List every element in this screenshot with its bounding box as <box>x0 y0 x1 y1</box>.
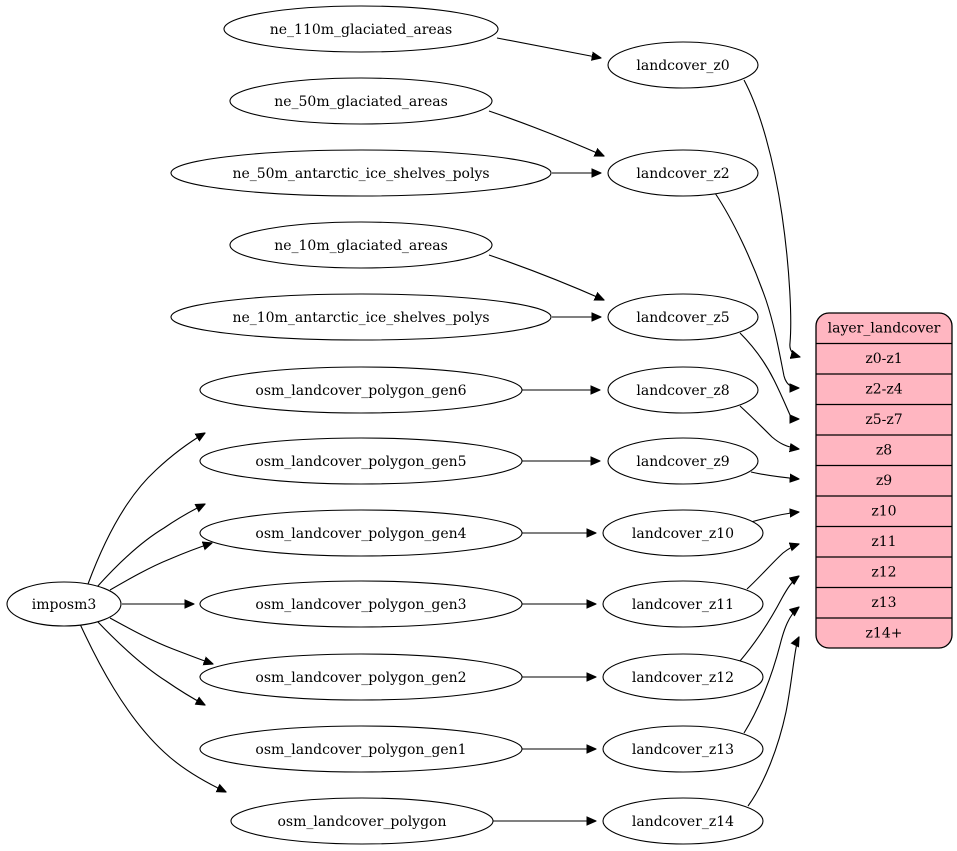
table-row-z8[interactable]: z8 <box>876 443 892 459</box>
node-landcover-z13-label: landcover_z13 <box>632 742 734 758</box>
edge-z5-to-row-z5z7 <box>739 332 799 419</box>
node-landcover-z10[interactable]: landcover_z10 <box>602 509 764 557</box>
node-landcover-z0-label: landcover_z0 <box>636 58 729 74</box>
node-landcover-z12[interactable]: landcover_z12 <box>602 653 764 701</box>
node-landcover-z9-label: landcover_z9 <box>636 454 729 470</box>
node-imposm3-label: imposm3 <box>32 597 97 613</box>
edge-imposm3-to-gen2 <box>109 617 213 664</box>
node-landcover-z8[interactable]: landcover_z8 <box>607 366 759 414</box>
node-landcover-z5[interactable]: landcover_z5 <box>607 293 759 341</box>
node-landcover-z11-label: landcover_z11 <box>632 597 734 613</box>
table-row-z2-z4[interactable]: z2-z4 <box>865 382 902 398</box>
edges-layer <box>79 37 800 821</box>
node-ne-110m-glaciated-areas-label: ne_110m_glaciated_areas <box>270 22 452 38</box>
node-ne-110m-glaciated-areas[interactable]: ne_110m_glaciated_areas <box>223 5 499 53</box>
node-landcover-z14[interactable]: landcover_z14 <box>602 797 764 845</box>
node-osm-landcover-polygon-gen2-label: osm_landcover_polygon_gen2 <box>255 670 466 686</box>
table-row-z5-z7[interactable]: z5-z7 <box>865 412 902 428</box>
node-ne-50m-antarctic-ice-shelves-polys-label: ne_50m_antarctic_ice_shelves_polys <box>232 166 489 182</box>
node-osm-landcover-polygon-gen1-label: osm_landcover_polygon_gen1 <box>255 742 466 758</box>
node-osm-landcover-polygon-gen2[interactable]: osm_landcover_polygon_gen2 <box>199 653 523 701</box>
edge-ne10m-glaciated-to-z5 <box>488 254 604 300</box>
edge-z12-to-row-z12 <box>739 576 799 662</box>
node-osm-landcover-polygon-gen4-label: osm_landcover_polygon_gen4 <box>255 526 466 542</box>
table-row-z10[interactable]: z10 <box>871 504 896 520</box>
node-ne-10m-glaciated-areas-label: ne_10m_glaciated_areas <box>274 238 448 254</box>
node-landcover-z12-label: landcover_z12 <box>632 670 734 686</box>
node-osm-landcover-polygon-label: osm_landcover_polygon <box>277 814 446 830</box>
edge-z2-to-row-z2z4 <box>714 192 799 388</box>
layer-landcover-table[interactable]: layer_landcover z0-z1 z2-z4 z5-z7 z8 z9 … <box>815 312 953 649</box>
edge-imposm3-to-polygon <box>79 623 226 792</box>
table-header-label: layer_landcover <box>828 321 941 337</box>
node-landcover-z5-label: landcover_z5 <box>636 310 729 326</box>
edge-z8-to-row-z8 <box>739 405 799 449</box>
edge-z14-to-row-z14plus <box>747 637 799 807</box>
table-outline <box>815 312 953 649</box>
table-row-z11[interactable]: z11 <box>871 534 896 550</box>
edge-z9-to-row-z9 <box>750 471 799 479</box>
node-osm-landcover-polygon-gen5-label: osm_landcover_polygon_gen5 <box>255 454 466 470</box>
edge-imposm3-to-gen5 <box>96 504 205 588</box>
node-osm-landcover-polygon[interactable]: osm_landcover_polygon <box>230 797 494 845</box>
edge-z11-to-row-z11 <box>746 544 799 590</box>
node-landcover-z2-label: landcover_z2 <box>636 166 729 182</box>
node-imposm3[interactable]: imposm3 <box>6 581 122 627</box>
edge-z0-to-row-z0z1 <box>743 79 800 357</box>
node-osm-landcover-polygon-gen3[interactable]: osm_landcover_polygon_gen3 <box>199 580 523 628</box>
node-osm-landcover-polygon-gen4[interactable]: osm_landcover_polygon_gen4 <box>199 509 523 557</box>
edge-imposm3-to-gen1 <box>96 620 205 705</box>
node-ne-50m-glaciated-areas[interactable]: ne_50m_glaciated_areas <box>229 77 493 125</box>
node-ne-50m-antarctic-ice-shelves-polys[interactable]: ne_50m_antarctic_ice_shelves_polys <box>170 149 552 197</box>
edge-z13-to-row-z13 <box>743 607 799 734</box>
edge-imposm3-to-gen6 <box>87 433 205 585</box>
node-osm-landcover-polygon-gen6-label: osm_landcover_polygon_gen6 <box>255 383 466 399</box>
table-background <box>816 313 952 648</box>
nodes-layer: imposm3 ne_110m_glaciated_areas ne_50m_g… <box>6 5 764 845</box>
table-row-z13[interactable]: z13 <box>871 595 896 611</box>
node-osm-landcover-polygon-gen6[interactable]: osm_landcover_polygon_gen6 <box>199 366 523 414</box>
node-landcover-z11[interactable]: landcover_z11 <box>602 580 764 628</box>
edge-imposm3-to-gen4 <box>109 543 212 591</box>
node-ne-10m-antarctic-ice-shelves-polys-label: ne_10m_antarctic_ice_shelves_polys <box>232 310 489 326</box>
node-landcover-z14-label: landcover_z14 <box>632 814 734 830</box>
node-landcover-z8-label: landcover_z8 <box>636 383 729 399</box>
node-osm-landcover-polygon-gen1[interactable]: osm_landcover_polygon_gen1 <box>199 725 523 773</box>
table-row-z12[interactable]: z12 <box>871 565 896 581</box>
edge-z10-to-row-z10 <box>750 512 799 523</box>
edge-ne110m-to-z0 <box>496 37 601 58</box>
node-ne-50m-glaciated-areas-label: ne_50m_glaciated_areas <box>274 94 448 110</box>
node-landcover-z2[interactable]: landcover_z2 <box>607 149 759 197</box>
node-landcover-z0[interactable]: landcover_z0 <box>607 41 759 89</box>
node-osm-landcover-polygon-gen5[interactable]: osm_landcover_polygon_gen5 <box>199 437 523 485</box>
table-row-separators <box>816 342 952 619</box>
node-landcover-z13[interactable]: landcover_z13 <box>602 725 764 773</box>
node-ne-10m-antarctic-ice-shelves-polys[interactable]: ne_10m_antarctic_ice_shelves_polys <box>170 293 552 341</box>
node-landcover-z10-label: landcover_z10 <box>632 526 734 542</box>
table-row-z9[interactable]: z9 <box>876 473 892 489</box>
node-landcover-z9[interactable]: landcover_z9 <box>607 437 759 485</box>
edge-ne50m-glaciated-to-z2 <box>488 110 604 156</box>
table-row-z14-plus[interactable]: z14+ <box>866 626 903 642</box>
node-osm-landcover-polygon-gen3-label: osm_landcover_polygon_gen3 <box>255 597 466 613</box>
node-ne-10m-glaciated-areas[interactable]: ne_10m_glaciated_areas <box>229 221 493 269</box>
table-row-z0-z1[interactable]: z0-z1 <box>865 351 902 367</box>
